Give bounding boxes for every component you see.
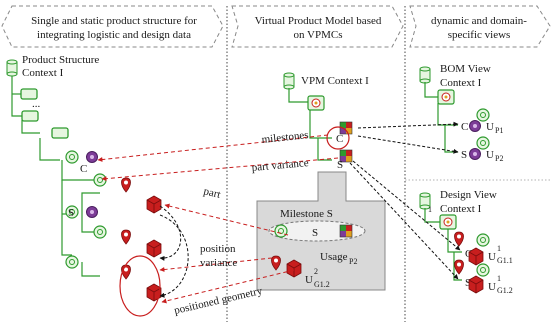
ps-c-label: C bbox=[80, 163, 87, 175]
bom-c-label: C bbox=[461, 121, 468, 133]
ps-gear-icon-c2 bbox=[93, 173, 107, 187]
design-g12-sub: G1.2 bbox=[497, 286, 513, 295]
bom-u-p1: U bbox=[486, 121, 494, 133]
design-u-g12: U bbox=[488, 281, 496, 293]
milestone-u-sup: 2 bbox=[314, 267, 318, 276]
arc-1 bbox=[159, 205, 182, 261]
ps-redbox-icon-1 bbox=[146, 195, 162, 214]
bom-context-title-line2: Context I bbox=[440, 77, 482, 89]
milestone-multi-icon bbox=[339, 224, 353, 238]
design-gear-icon-2 bbox=[476, 263, 490, 277]
design-redbox-icon-2 bbox=[468, 275, 484, 294]
ps-purple-icon-s bbox=[86, 206, 98, 218]
header-col1-line2: integrating logistic and design data bbox=[37, 29, 191, 41]
usage-sub: P2 bbox=[349, 257, 357, 266]
label-part: part bbox=[202, 185, 222, 201]
vpm-context-title: VPM Context I bbox=[301, 75, 369, 87]
bom-context-icon bbox=[419, 66, 431, 84]
design-s-label: S bbox=[465, 277, 471, 289]
milestone-redbox-icon bbox=[286, 259, 302, 278]
bom-root-node bbox=[437, 89, 455, 105]
bom-purple-icon-c bbox=[469, 120, 481, 132]
milestone-u-sub: G1.2 bbox=[314, 280, 330, 289]
ps-node-2 bbox=[21, 110, 39, 122]
vpm-context-icon bbox=[283, 72, 295, 90]
link-part bbox=[164, 203, 289, 236]
ps-gear-icon-s2 bbox=[93, 225, 107, 239]
bom-p1-sub: P1 bbox=[495, 126, 503, 135]
bom-gear-icon-c bbox=[476, 108, 490, 122]
link-vpm-bom-c bbox=[357, 121, 459, 129]
ps-tree-lines bbox=[11, 76, 100, 277]
bom-gear-icon-s bbox=[476, 136, 490, 150]
label-positioned-geometry: positioned geometry bbox=[173, 285, 264, 317]
design-u-g11: U bbox=[488, 251, 496, 263]
link-position-variance bbox=[159, 257, 273, 273]
header-arrow-2 bbox=[231, 5, 404, 48]
ps-context-icon bbox=[6, 59, 18, 77]
header-col2-line2: on VPMCs bbox=[293, 29, 342, 41]
header-col2-line1: Virtual Product Model based bbox=[255, 15, 382, 27]
design-g11-sup: 1 bbox=[497, 244, 501, 253]
label-position-variance-line1: position bbox=[200, 243, 236, 255]
bom-purple-icon-s bbox=[469, 148, 481, 160]
ps-gear-icon-c bbox=[65, 150, 79, 164]
design-pin-icon-2 bbox=[454, 259, 464, 275]
ps-pin-icon-1 bbox=[121, 177, 131, 193]
link-vpm-bom-s bbox=[357, 135, 459, 154]
design-pin-icon-1 bbox=[454, 231, 464, 247]
ps-context-title-line2: Context I bbox=[22, 67, 64, 79]
design-root-node bbox=[439, 214, 457, 230]
label-position-variance-line2: variance bbox=[200, 257, 237, 269]
design-redbox-icon-1 bbox=[468, 247, 484, 266]
bom-context-title-line1: BOM View bbox=[440, 63, 491, 75]
header-arrow-3 bbox=[409, 5, 551, 48]
design-g12-sup: 1 bbox=[497, 274, 501, 283]
milestone-u-label: U bbox=[305, 274, 313, 286]
milestone-gear-icon bbox=[274, 224, 288, 238]
ps-pin-icon-2 bbox=[121, 229, 131, 245]
label-part-variance: part variance bbox=[251, 157, 309, 174]
usage-label: Usage bbox=[320, 251, 348, 263]
link-vpm-design-s bbox=[349, 162, 459, 280]
vpm-milestone-circle bbox=[326, 126, 350, 150]
ps-gear-icon-3 bbox=[65, 255, 79, 269]
ps-redbox-icon-2 bbox=[146, 239, 162, 258]
milestone-s-label: Milestone S bbox=[280, 208, 333, 220]
vpm-s-label: S bbox=[337, 159, 343, 171]
ps-ellipsis: ... bbox=[32, 98, 41, 110]
ps-redbox-icon-3 bbox=[146, 283, 162, 302]
bom-s-label: S bbox=[461, 149, 467, 161]
design-context-sub: 1 bbox=[428, 205, 432, 214]
header-col3-line2: specific views bbox=[448, 29, 511, 41]
design-context-title-line1: Design View bbox=[440, 189, 497, 201]
design-gear-icon-1 bbox=[476, 233, 490, 247]
design-context-title-line2: Context I bbox=[440, 203, 482, 215]
ps-highlight-ellipse bbox=[119, 255, 161, 317]
design-g11-sub: G1.1 bbox=[497, 256, 513, 265]
ps-s-label: S bbox=[68, 207, 74, 219]
bom-u-p2: U bbox=[486, 149, 494, 161]
header-col3-line1: dynamic and domain- bbox=[431, 15, 527, 27]
arc-2 bbox=[159, 214, 189, 298]
link-part-variance bbox=[101, 157, 339, 182]
milestone-s-node: S bbox=[312, 227, 318, 239]
header-col1-line1: Single and static product structure for bbox=[31, 15, 197, 27]
link-vpm-design-c bbox=[352, 160, 461, 251]
ps-context-title-line1: Product Structure bbox=[22, 54, 99, 66]
ps-node-3 bbox=[51, 127, 69, 139]
link-milestones bbox=[97, 134, 329, 162]
vpm-tree-lines bbox=[288, 88, 332, 161]
bom-p2-sub: P2 bbox=[495, 154, 503, 163]
link-positioned-geometry bbox=[161, 269, 295, 304]
label-milestones: milestones bbox=[261, 129, 309, 146]
ps-purple-icon-c bbox=[86, 151, 98, 163]
header-arrow-1 bbox=[1, 5, 224, 48]
vpm-root-node bbox=[307, 95, 325, 111]
vpm-c-label: C bbox=[336, 133, 343, 145]
